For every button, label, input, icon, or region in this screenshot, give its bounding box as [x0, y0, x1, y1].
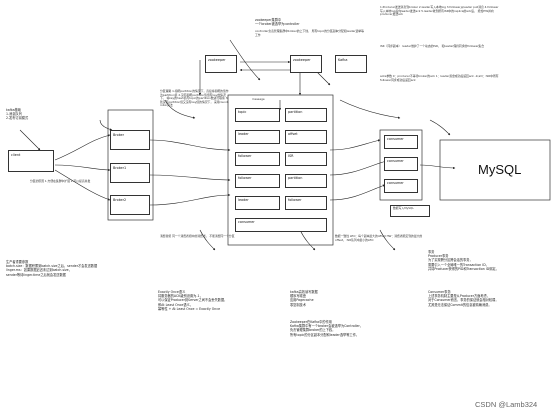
mysql-label: MySQL — [478, 162, 522, 177]
client-node-label: client — [11, 153, 21, 157]
kafka-node-top: Kafka — [335, 55, 367, 73]
consumer-label: consumer — [238, 220, 255, 224]
follower3-label: follower — [288, 198, 302, 202]
db-write-node: 数据写入MySQL — [390, 205, 430, 217]
consumer-group-node: consumer — [235, 218, 327, 232]
zk-node-right: zookeeper — [290, 55, 322, 73]
kafka-top-label: Kafka — [338, 58, 348, 62]
db-write-label: 数据写入MySQL — [393, 206, 414, 210]
note-efficient-io: kafka高效读写数据 顺序写磁盘 应用Pagecache 零复制技术 — [290, 290, 318, 307]
follower2-label: follower — [238, 176, 252, 180]
partition-node: partition — [285, 108, 327, 122]
note-producer-transaction: 事务 Producer事务 为了实现跨分区跨会话的事务， 需要引入一个全局唯一的… — [428, 250, 499, 271]
note-acks: acks参数 0：producer不等待broker的ack 1：leader落… — [380, 74, 499, 82]
partition2-label: partition — [288, 176, 303, 180]
note-controller: zookeeper集群中 一个broker被选举为controller — [255, 18, 300, 27]
consumer3-label: consumer — [387, 181, 404, 185]
consumer-node-3: consumer — [384, 179, 418, 193]
zk-node-left: zookeeper — [205, 55, 237, 73]
note-isr: ISR（同步副本） leader维护了一个动态的ISR， 和leader保持同步… — [380, 44, 485, 48]
note-partition-reason: 分区的原因 1.方便在集群中扩展 2.可以提高并发 — [30, 179, 91, 183]
note-producer-params: 生产者重要参数 batch.size：数据积累到batch.size之后，sen… — [6, 260, 98, 277]
leader2-label: leader — [238, 198, 249, 202]
consumer-node-2: consumer — [384, 157, 418, 171]
note-consumer-transaction: Consumer事务 上述事务机制主要是从Producer方面考虑， 对于Con… — [428, 290, 499, 307]
note-kafka-basics: kafka基础 1.消息队列 2.发布订阅模式 — [6, 108, 29, 121]
note-consumer-group: 消费者组 同一个消费者组中的消费者， 不能消费同一个分区 — [160, 234, 235, 238]
partition-node-2: partition — [285, 174, 327, 188]
client-node: client — [8, 150, 54, 172]
note-producer-flow: 1.Producer发送消息到broker 2.leader写入本地log 3.… — [380, 5, 499, 17]
note-exactly-once: Exactly Once语义 将服务器的ACK级别设置为-1， 可以保证Prod… — [158, 290, 228, 311]
note-controller-duties: controller负责管理集群中broker的上下线， 所有topic的分区副… — [255, 29, 364, 37]
broker2-label: Broker2 — [113, 198, 127, 202]
message-label: message — [252, 97, 265, 101]
broker-node-1: Broker1 — [110, 163, 150, 183]
consumer1-label: consumer — [387, 137, 404, 141]
topic-node: topic — [235, 108, 280, 122]
consumer2-label: consumer — [387, 159, 404, 163]
isr-label: ISR — [288, 154, 294, 158]
leader-node-2: leader — [235, 196, 280, 210]
broker-node-top: Broker — [110, 130, 150, 150]
consumer-node-1: consumer — [384, 135, 418, 149]
offset-label: offset — [288, 132, 298, 136]
note-consistency: 数据一致性 LEO：每个副本最大的offset HW：消费者能见到的最大的off… — [335, 234, 423, 242]
broker-top-label: Broker — [113, 133, 125, 137]
zk-right-label: zookeeper — [293, 58, 311, 62]
follower1-label: follower — [238, 154, 252, 158]
follower-node-2: follower — [235, 174, 280, 188]
offset-node: offset — [285, 130, 327, 144]
leader-node: leader — [235, 130, 280, 144]
note-zk-role: Zookeeper在Kafka中的作用 Kafka集群中有一个broker会被选… — [290, 320, 363, 337]
partition-label: partition — [288, 110, 303, 114]
topic-label: topic — [238, 110, 247, 114]
follower-node-1: follower — [235, 152, 280, 166]
leader-label: leader — [238, 132, 249, 136]
isr-node: ISR — [285, 152, 327, 166]
follower-node-3: follower — [285, 196, 327, 210]
broker1-label: Broker1 — [113, 166, 127, 170]
watermark: CSDN @Lamb324 — [475, 400, 538, 409]
zk-left-label: zookeeper — [208, 58, 226, 62]
broker-node-2: Broker2 — [110, 195, 150, 215]
note-partition-strategy: 分区策略 1.指明partition的情况下，直接将指明的值作为partitio… — [160, 89, 229, 108]
